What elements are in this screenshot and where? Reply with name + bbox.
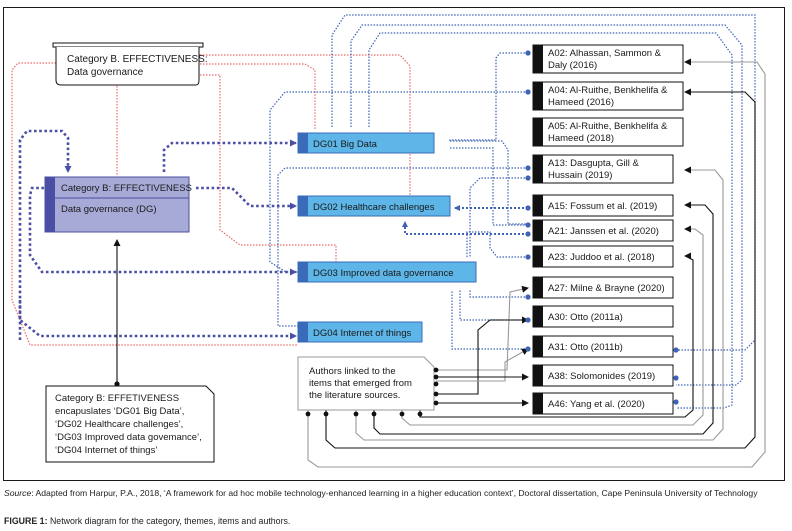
- author-label-line1: A21: Janssen et al. (2020): [548, 226, 659, 237]
- theme-label: DG02 Healthcare challenges: [313, 202, 435, 213]
- link-a27: [469, 290, 528, 298]
- purple-links: [18, 129, 297, 340]
- link-note-dg03: [200, 74, 337, 262]
- author-label-line1: A02: Alhassan, Sammon &: [548, 48, 662, 59]
- link-note-a31: [436, 348, 529, 382]
- theme-dg03[interactable]: DG03 Improved data governance: [297, 261, 477, 283]
- link-cat-dg04: [18, 129, 72, 340]
- figure-caption: FIGURE 1: Network diagram for the catego…: [4, 516, 290, 526]
- link-a23: [466, 231, 528, 258]
- figure-frame: [3, 7, 785, 481]
- link-dg01-a13b: [450, 140, 528, 225]
- link-note-a27: [436, 285, 529, 371]
- author-label-line1: A15: Fossum et al. (2019): [548, 201, 657, 212]
- link-a13b: [469, 177, 528, 258]
- author-label-line1: A04: Al-Ruithe, Benkhelifa &: [548, 85, 668, 96]
- category-box[interactable]: Category B: EFFECTIVENESS Data governanc…: [44, 176, 192, 233]
- link-top1: [331, 14, 756, 351]
- link-b6: [419, 252, 694, 418]
- link-b1: [307, 58, 766, 468]
- theme-label: DG03 Improved data governance: [313, 268, 453, 279]
- author-label-line1: A30: Otto (2011a): [548, 312, 623, 323]
- authors-note-line1: Authors linked to the: [309, 366, 396, 377]
- link-dg01-a21: [450, 147, 528, 226]
- category-note-line2: Data governance: [67, 67, 144, 78]
- network-diagram: Category B. EFFECTIVENESS: Data governan…: [11, 14, 766, 468]
- author-a31[interactable]: A31: Otto (2011b): [532, 335, 674, 358]
- theme-dg02[interactable]: DG02 Healthcare challenges: [297, 195, 451, 217]
- theme-dg04[interactable]: DG04 Internet of things: [297, 321, 423, 343]
- link-a04: [269, 91, 528, 273]
- author-a05[interactable]: A05: Al-Ruithe, Benkhelifa &Hameed (2018…: [532, 117, 684, 147]
- source-note: Source: Adapted from Harpur, P.A., 2018,…: [4, 488, 788, 499]
- link-b4: [373, 201, 714, 435]
- blue-links: [269, 14, 756, 409]
- link-cat-dg03: [28, 186, 297, 276]
- author-label-line1: A38: Solomonides (2019): [548, 371, 655, 382]
- author-a27[interactable]: A27: Milne & Brayne (2020): [532, 276, 674, 299]
- author-link-dots: [525, 50, 679, 405]
- theme-label: DG04 Internet of things: [313, 328, 411, 339]
- blue-bold-links: [402, 205, 528, 235]
- encapsulates-line3: ‘DG02 Healthcare challenges’,: [55, 419, 183, 430]
- authors-note-line2: items that emerged from: [309, 378, 412, 389]
- author-a04[interactable]: A04: Al-Ruithe, Benkhelifa &Hameed (2016…: [532, 81, 684, 111]
- source-text: : Adapted from Harpur, P.A., 2018, ‘A fr…: [31, 488, 758, 498]
- author-label-line1: A05: Al-Ruithe, Benkhelifa &: [548, 121, 668, 132]
- author-label-line1: A27: Milne & Brayne (2020): [548, 283, 665, 294]
- link-a31: [451, 290, 528, 350]
- author-a02[interactable]: A02: Alhassan, Sammon &Daly (2016): [532, 44, 684, 74]
- authors-note: Authors linked to the items that emerged…: [297, 356, 439, 417]
- author-boxes: A02: Alhassan, Sammon &Daly (2016) A04: A…: [532, 44, 684, 415]
- link-a30: [459, 290, 528, 321]
- link-note-dg01-b: [200, 63, 316, 130]
- author-a30[interactable]: A30: Otto (2011a): [532, 305, 674, 328]
- caption-text: Network diagram for the category, themes…: [47, 516, 291, 526]
- link-b2: [325, 88, 756, 449]
- link-a02-dg01: [449, 52, 528, 142]
- link-b5: [401, 225, 704, 426]
- link-a13: [277, 167, 528, 327]
- authors-note-line3: the literature sources.: [309, 390, 400, 401]
- source-label: Source: [4, 488, 32, 498]
- category-note-line1: Category B. EFFECTIVENESS:: [67, 54, 208, 65]
- link-note-dg01: [200, 54, 411, 196]
- category-note: Category B. EFFECTIVENESS: Data governan…: [52, 42, 208, 86]
- author-a13[interactable]: A13: Dasgupta, Gill &Hussain (2019): [532, 154, 674, 184]
- author-label-line1: A13: Dasgupta, Gill &: [548, 158, 639, 169]
- author-label-line1: A31: Otto (2011b): [548, 342, 623, 353]
- caption-label: FIGURE 1:: [4, 516, 48, 526]
- author-label-line2: Hussain (2019): [548, 170, 612, 181]
- author-a23[interactable]: A23: Juddoo et al. (2018): [532, 245, 674, 268]
- encapsulates-line2: encapuslates ‘DG01 Big Data’,: [55, 406, 184, 417]
- author-a21[interactable]: A21: Janssen et al. (2020): [532, 219, 674, 242]
- author-a46[interactable]: A46: Yang et al. (2020): [532, 392, 674, 415]
- author-links: [307, 58, 766, 468]
- link-b3: [355, 166, 724, 441]
- author-label-line2: Hameed (2018): [548, 133, 614, 144]
- link-cat-dg01: [162, 139, 297, 172]
- link-cat-dg04b: [18, 300, 297, 340]
- author-label-line2: Hameed (2016): [548, 97, 614, 108]
- author-a38[interactable]: A38: Solomonides (2019): [532, 364, 674, 387]
- encapsulates-note: Category B: EFFETIVENESS encapuslates ‘D…: [45, 239, 215, 463]
- link-a21-dg02: [402, 221, 528, 235]
- encapsulates-line1: Category B: EFFETIVENESS: [55, 393, 179, 404]
- category-box-title: Category B: EFFECTIVENESS: [61, 183, 192, 194]
- theme-dg01[interactable]: DG01 Big Data: [297, 132, 435, 154]
- author-label-line2: Daly (2016): [548, 60, 597, 71]
- author-label-line1: A46: Yang et al. (2020): [548, 399, 645, 410]
- link-cat-dg02: [196, 186, 297, 210]
- theme-label: DG01 Big Data: [313, 139, 378, 150]
- author-a15[interactable]: A15: Fossum et al. (2019): [532, 194, 674, 217]
- encapsulates-line5: ‘DG04 Internet of things’: [55, 445, 157, 456]
- encapsulates-line4: ‘DG03 Improved data govemance’,: [55, 432, 202, 443]
- link-note-a30: [436, 316, 529, 395]
- category-box-subtitle: Data governance (DG): [61, 204, 157, 215]
- author-label-line1: A23: Juddoo et al. (2018): [548, 252, 655, 263]
